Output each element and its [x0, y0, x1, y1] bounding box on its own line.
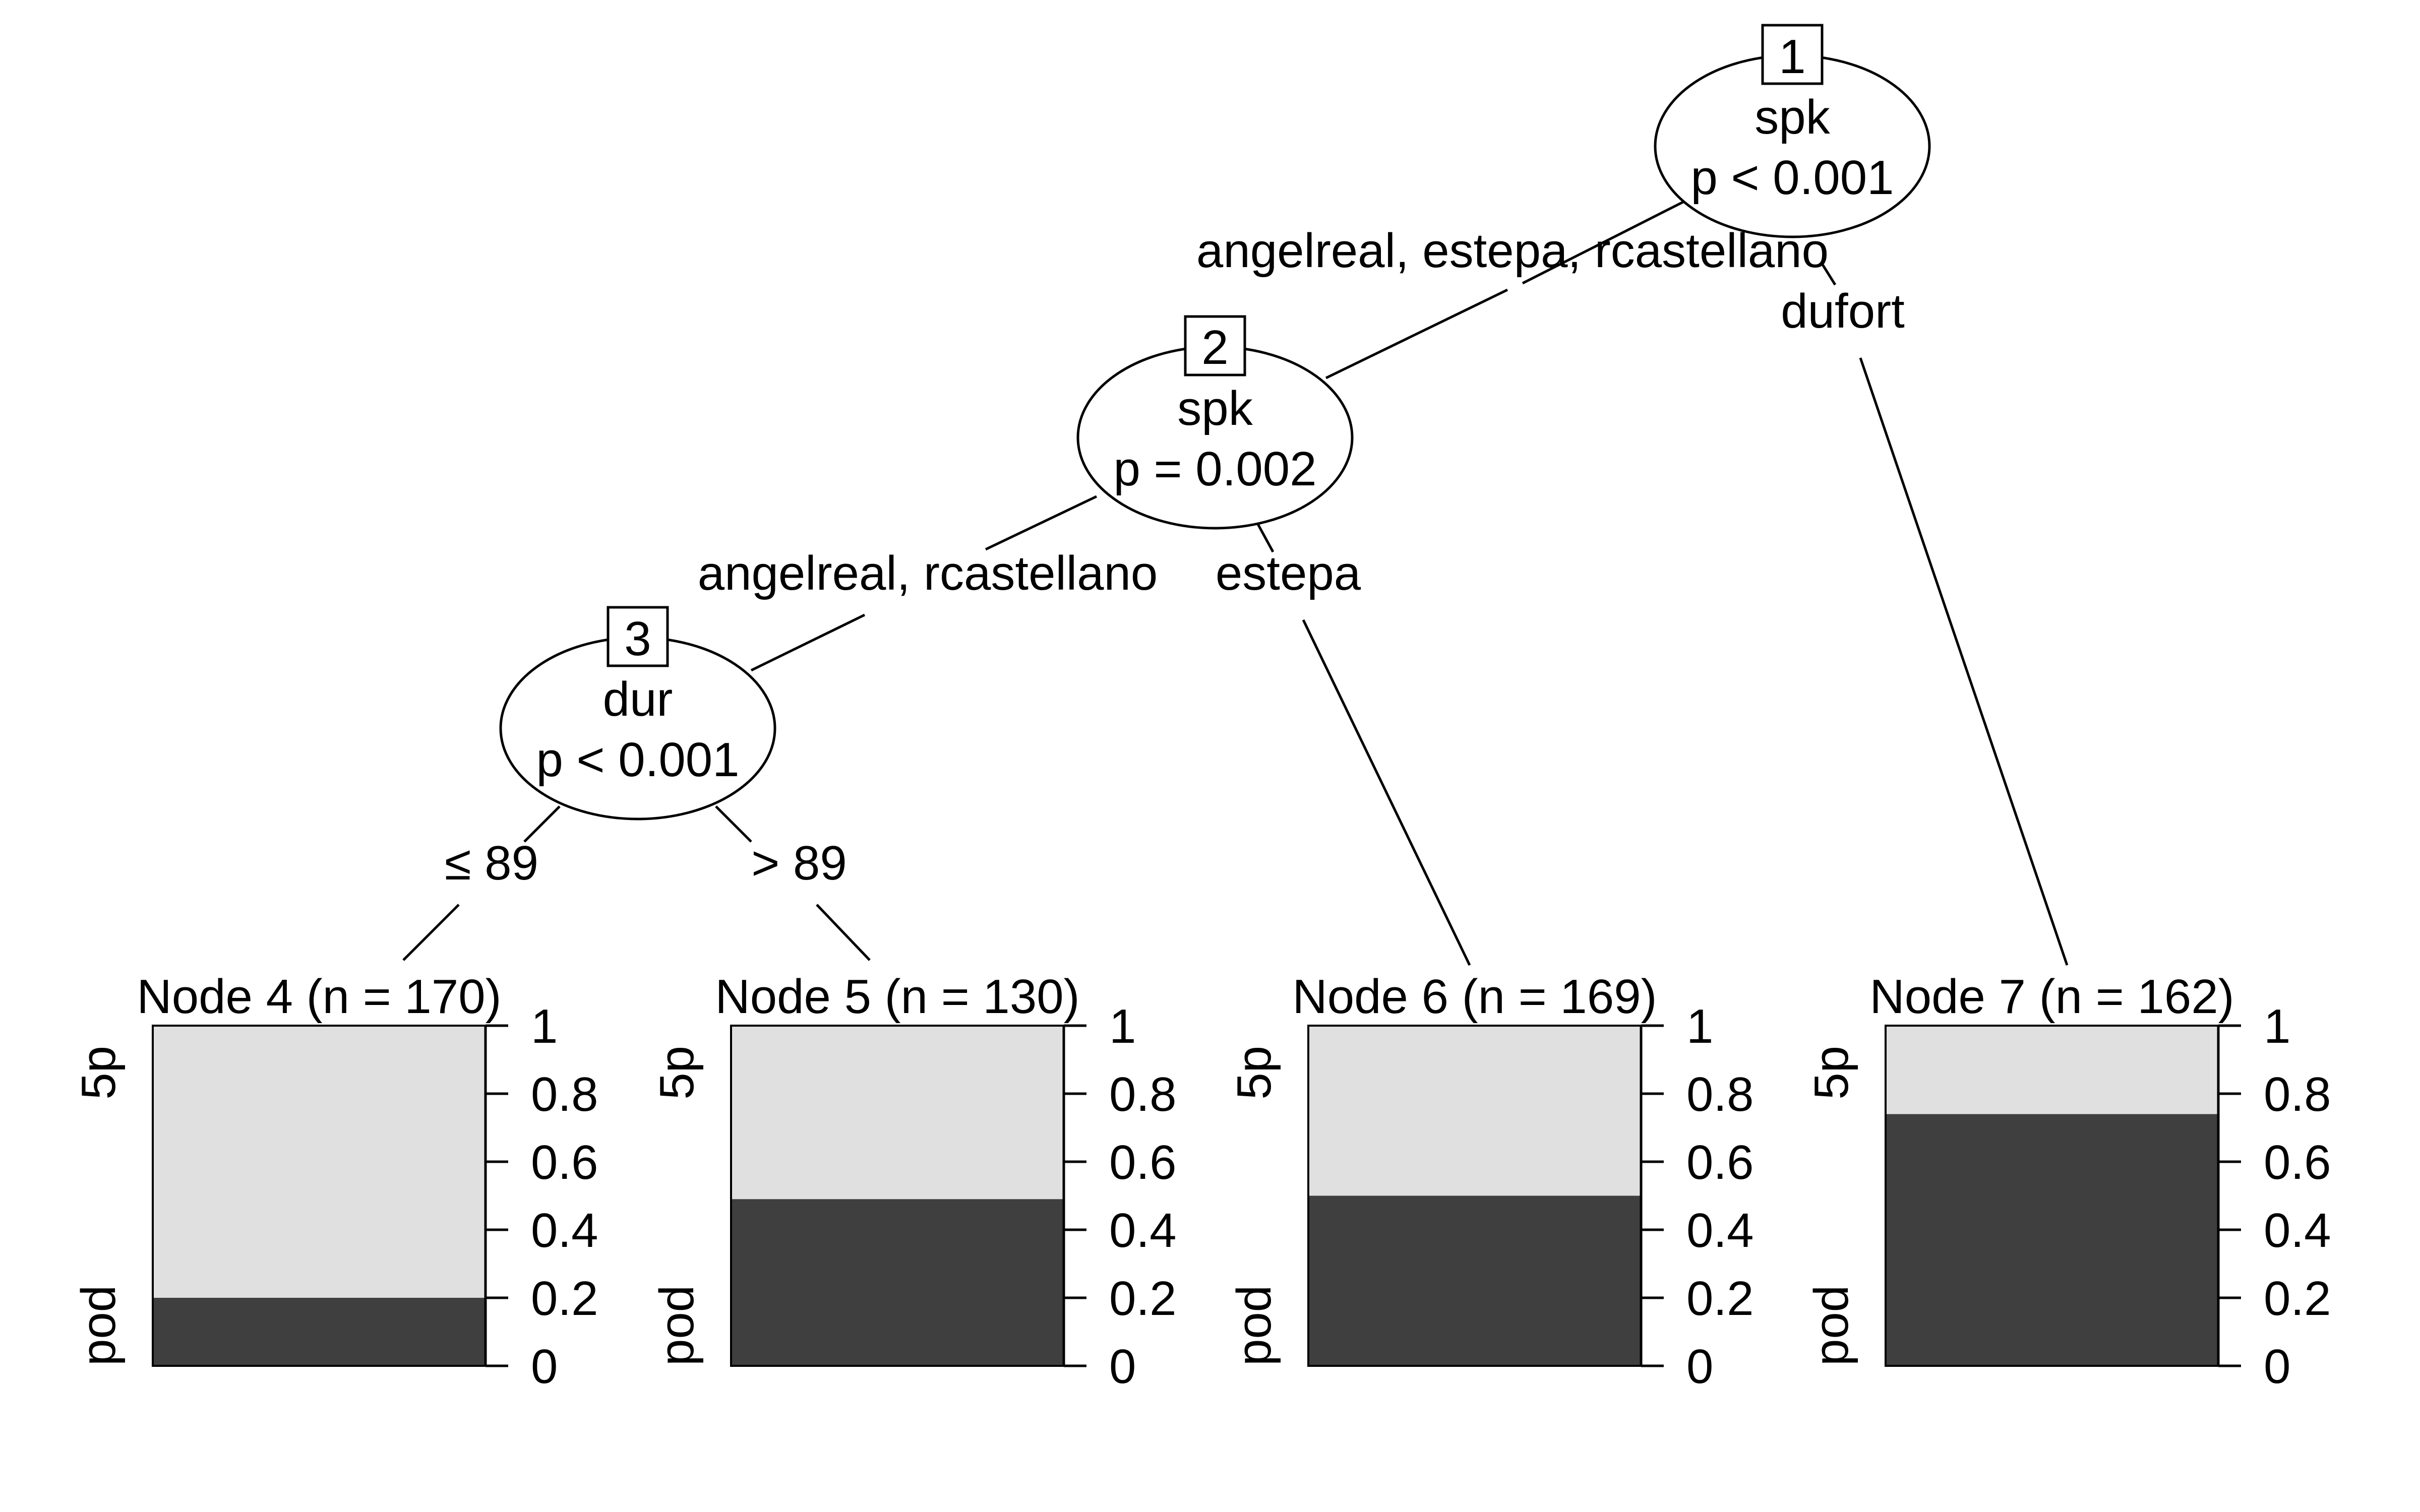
terminal-node-7: Node 7 (n = 162)5p pod 0 0.2 0.4 0.6 0.8 1	[1804, 970, 2331, 1394]
edge-1-2	[1325, 288, 1508, 380]
terminal-node-4: Node 4 (n = 170)5p pod 0 0.2 0.4 0.6 0.8 1	[72, 970, 598, 1394]
bar-5p	[1308, 1026, 1641, 1196]
edge-label-3-5: > 89	[751, 836, 847, 890]
edge-label-2-6: estepa	[1216, 546, 1361, 600]
y-tick-label: 0	[1109, 1340, 1136, 1394]
node-p-value: p < 0.001	[536, 733, 739, 787]
node-id-box	[1761, 24, 1824, 85]
edge-1-7	[1821, 264, 1837, 286]
y-tick-label: 0.2	[1686, 1272, 1753, 1326]
y-tick-label: 0.6	[1109, 1136, 1176, 1189]
y-tick-label: 0	[1686, 1340, 1713, 1394]
bar-5p	[153, 1026, 486, 1298]
edge-1-2	[1522, 200, 1685, 285]
bar-pod	[731, 1199, 1064, 1366]
bar-pod	[1886, 1114, 2218, 1366]
y-tick-label: 0.4	[2264, 1204, 2331, 1257]
y-tick-label: 0	[2264, 1340, 2290, 1394]
edge-1-7	[1859, 357, 2069, 966]
class-label-pod: pod	[650, 1285, 704, 1366]
y-tick-label: 1	[531, 999, 558, 1053]
y-tick-label: 0	[531, 1340, 558, 1394]
terminal-title: Node 7 (n = 162)	[1869, 970, 2234, 1024]
y-tick-label: 0.6	[1686, 1136, 1753, 1189]
bar-5p	[1886, 1026, 2218, 1114]
edge-3-4	[402, 904, 460, 961]
y-tick-label: 1	[2264, 999, 2290, 1053]
inner-node-2: 2 spk p = 0.002	[1076, 315, 1354, 530]
terminal-nodes: Node 4 (n = 170)5ppod00.20.40.60.81Node …	[72, 970, 2331, 1394]
class-label-pod: pod	[1227, 1285, 1281, 1366]
node-variable: spk	[1177, 382, 1253, 435]
y-tick-label: 0.6	[2264, 1136, 2331, 1189]
node-id: 3	[624, 612, 651, 666]
node-p-value: p = 0.002	[1113, 442, 1316, 496]
inner-node-3: 3 dur p < 0.001	[499, 606, 776, 821]
bar-pod	[153, 1298, 486, 1366]
edge-3-5	[715, 805, 752, 843]
terminal-title: Node 5 (n = 130)	[715, 970, 1079, 1024]
y-tick-label: 0.2	[1109, 1272, 1176, 1326]
node-variable: dur	[603, 672, 673, 726]
class-label-5p: 5p	[1804, 1046, 1858, 1100]
bar-5p	[731, 1026, 1064, 1200]
edge-2-6	[1302, 619, 1471, 966]
class-label-pod: pod	[1804, 1285, 1858, 1366]
y-tick-label: 0.2	[531, 1272, 598, 1326]
y-tick-label: 0.4	[531, 1204, 598, 1257]
y-tick-label: 0.8	[2264, 1067, 2331, 1121]
terminal-title: Node 4 (n = 170)	[137, 970, 501, 1024]
edge-2-3	[985, 495, 1098, 551]
terminal-node-5: Node 5 (n = 130)5p pod 0 0.2 0.4 0.6 0.8 1	[650, 970, 1176, 1394]
edge-label-3-4: ≤ 89	[445, 836, 538, 890]
node-variable: spk	[1754, 90, 1830, 144]
edge-3-5	[816, 904, 871, 961]
inner-node-1: 1 spk p < 0.001	[1654, 24, 1931, 238]
y-tick-label: 0.8	[531, 1067, 598, 1121]
y-tick-label: 0.4	[1686, 1204, 1753, 1257]
y-tick-label: 0.2	[2264, 1272, 2331, 1326]
edge-3-4	[523, 805, 561, 843]
terminal-title: Node 6 (n = 169)	[1292, 970, 1657, 1024]
node-id-box	[607, 606, 669, 667]
edge-label-1-7: dufort	[1781, 284, 1904, 338]
y-tick-label: 0.4	[1109, 1204, 1176, 1257]
y-tick-label: 0.8	[1686, 1067, 1753, 1121]
node-id-box	[1184, 315, 1246, 376]
edge-2-3	[750, 613, 866, 672]
edge-label-2-3: angelreal, rcastellano	[698, 546, 1158, 600]
y-tick-label: 0.8	[1109, 1067, 1176, 1121]
node-id: 2	[1201, 321, 1228, 374]
y-tick-label: 1	[1109, 999, 1136, 1053]
edge-2-6	[1256, 523, 1275, 553]
class-label-pod: pod	[72, 1285, 126, 1366]
bar-pod	[1308, 1195, 1641, 1366]
node-p-value: p < 0.001	[1690, 151, 1894, 205]
edge-label-1-2: angelreal, estepa, rcastellano	[1196, 224, 1829, 278]
class-label-5p: 5p	[72, 1046, 126, 1100]
class-label-5p: 5p	[1227, 1046, 1281, 1100]
y-tick-label: 0.6	[531, 1136, 598, 1189]
terminal-node-6: Node 6 (n = 169)5p pod 0 0.2 0.4 0.6 0.8 1	[1227, 970, 1753, 1394]
class-label-5p: 5p	[650, 1046, 704, 1100]
y-tick-label: 1	[1686, 999, 1713, 1053]
node-id: 1	[1779, 30, 1805, 84]
